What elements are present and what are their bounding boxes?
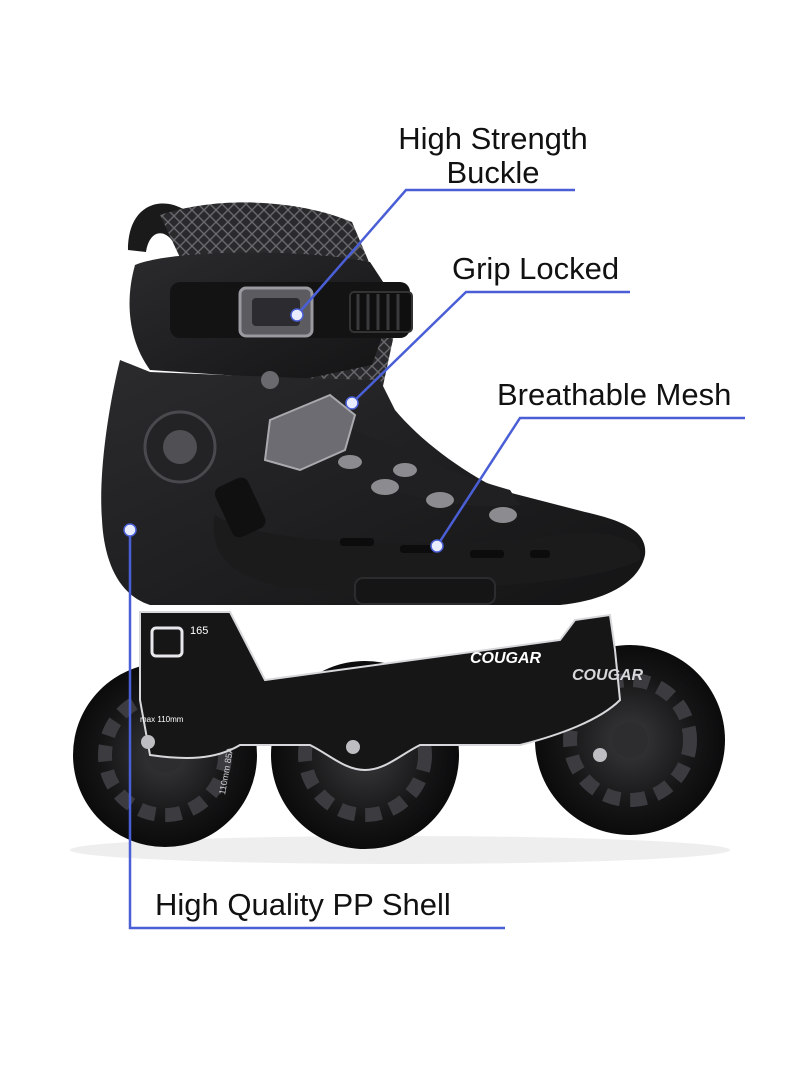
sole-bolt-plate bbox=[354, 577, 496, 605]
callout-dots bbox=[123, 308, 444, 553]
wheel-brand-text: COUGAR bbox=[572, 667, 644, 684]
buckle-callout-line bbox=[296, 188, 575, 316]
shell-callout-dot bbox=[123, 523, 137, 537]
callout-lines bbox=[128, 188, 745, 930]
shell-callout-line bbox=[128, 530, 505, 930]
grip-lever bbox=[214, 477, 266, 538]
ankle-rivet-inner bbox=[163, 430, 197, 464]
frame-brand-text: COUGAR bbox=[470, 650, 542, 667]
mesh-callout-dot bbox=[430, 539, 444, 553]
metal-buckle-inner bbox=[252, 298, 300, 326]
grip-callout-dot bbox=[345, 396, 359, 410]
frame-slot bbox=[150, 626, 184, 658]
grip-lock-clasp bbox=[263, 393, 357, 472]
shell-vents bbox=[340, 538, 550, 558]
strap-ladder-ridges bbox=[356, 294, 400, 330]
frame-size-text: 165 bbox=[190, 625, 208, 637]
frame-max-text: max 110mm bbox=[140, 715, 184, 724]
grip-callout-label: Grip Locked bbox=[452, 251, 620, 286]
buckle-callout-dot bbox=[290, 308, 304, 322]
buckle-callout-line1: High Strength bbox=[398, 121, 588, 156]
buckle-callout-label: High Strength Buckle bbox=[386, 122, 600, 190]
buckle-callout-line2: Buckle bbox=[446, 155, 540, 190]
ground-shadow bbox=[70, 836, 730, 864]
mesh-callout-label: Breathable Mesh bbox=[497, 377, 732, 412]
mesh-callout-line bbox=[435, 416, 745, 547]
aluminium-frame bbox=[139, 611, 622, 772]
shell-callout-label: High Quality PP Shell bbox=[155, 887, 451, 922]
upper-rivet bbox=[261, 371, 279, 389]
lace-eyelets bbox=[338, 455, 517, 523]
grip-callout-line bbox=[351, 290, 630, 404]
axle-bolts bbox=[141, 735, 607, 762]
